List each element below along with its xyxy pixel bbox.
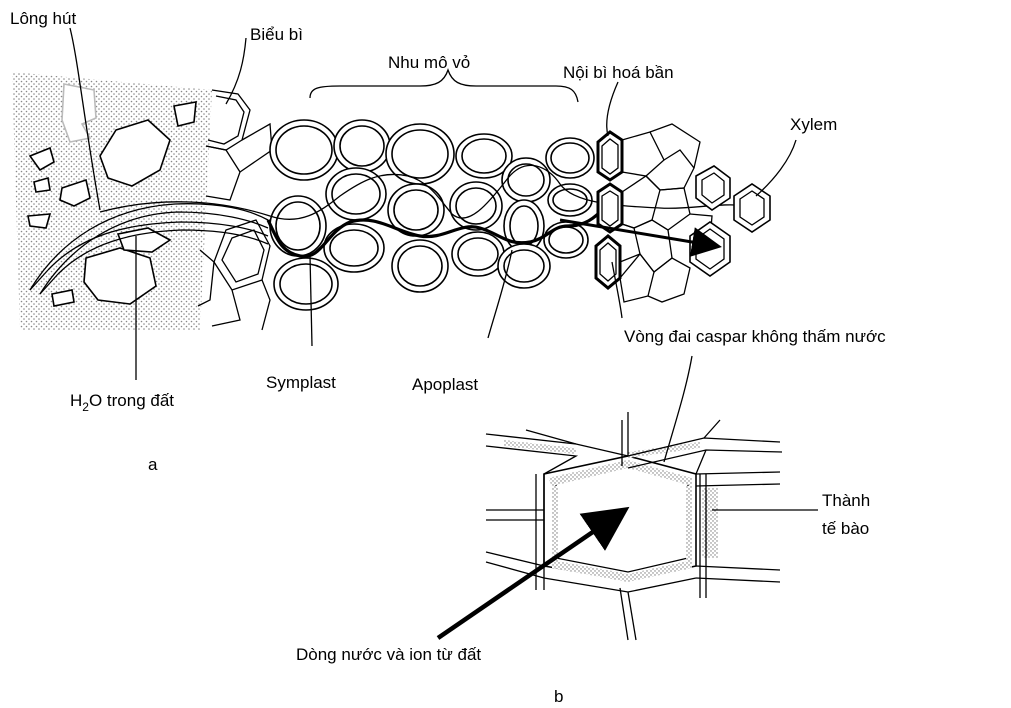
cortex-cell	[498, 244, 550, 288]
cortex-cell	[270, 196, 326, 256]
label-root-hair: Lông hút	[10, 9, 76, 28]
panel-a: Lông hút Biểu bì Nhu mô vỏ Nội bì hoá bầ…	[10, 9, 886, 474]
cortex-cell	[546, 138, 594, 178]
panel-a-label: a	[148, 455, 158, 474]
label-xylem: Xylem	[790, 115, 837, 134]
label-apoplast: Apoplast	[412, 375, 478, 394]
xylem-vessel	[696, 166, 730, 210]
endodermis-cell	[598, 132, 622, 180]
cortex-cell	[326, 168, 386, 220]
label-water-ion-flow: Dòng nước và ion từ đất	[296, 645, 481, 664]
stele-cells	[620, 124, 712, 302]
cortex-cell	[548, 184, 592, 216]
cortex-cell	[334, 120, 390, 172]
label-epidermis: Biểu bì	[250, 25, 303, 44]
cortex-cell	[450, 182, 502, 230]
cortex-cell	[392, 240, 448, 292]
label-soil-water: H2O trong đất	[70, 391, 174, 414]
panel-b-label: b	[554, 687, 563, 706]
cortex-cell	[324, 224, 384, 272]
cortex-brace	[310, 70, 578, 102]
label-endodermis: Nội bì hoá bần	[563, 63, 674, 82]
endodermis-cell	[596, 236, 620, 288]
label-cortex: Nhu mô vỏ	[388, 53, 470, 72]
cortex-cell	[274, 258, 338, 310]
cortex-cell	[502, 158, 550, 202]
cortex-cell	[452, 232, 504, 276]
label-cell-wall-line2: tế bào	[822, 519, 869, 538]
endodermis-cells	[596, 132, 622, 288]
xylem-vessel	[734, 184, 770, 232]
xylem-vessels	[690, 166, 770, 276]
label-cell-wall-line1: Thành	[822, 491, 870, 510]
label-symplast: Symplast	[266, 373, 336, 392]
endodermis-cell	[598, 184, 622, 232]
xylem-vessel	[690, 222, 730, 276]
panel-b: Thành tế bào Dòng nước và ion từ đất b	[296, 356, 870, 706]
cortex-cells	[270, 120, 594, 310]
cortex-cell	[270, 120, 338, 180]
label-casparian-strip: Vòng đai caspar không thấm nước	[624, 327, 886, 346]
